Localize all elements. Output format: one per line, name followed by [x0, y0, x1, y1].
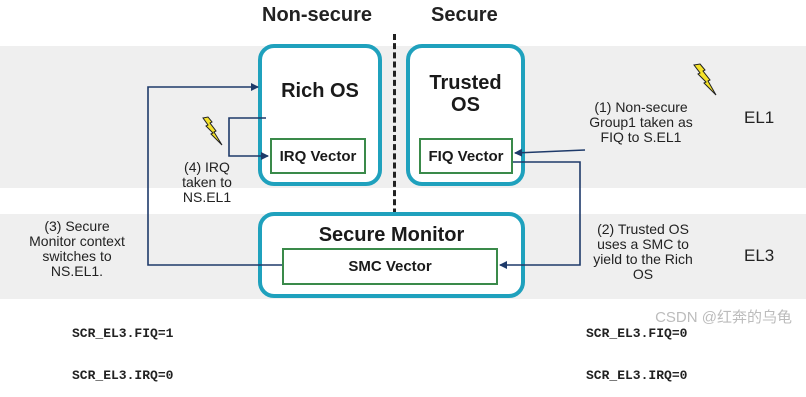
smc-vector: SMC Vector: [282, 248, 498, 285]
non-secure-header: Non-secure: [262, 4, 373, 26]
irq-vector: IRQ Vector: [270, 138, 366, 174]
secure-header: Secure: [431, 4, 498, 26]
lightning-icon-irq: [202, 116, 223, 146]
note-4-irq-taken: (4) IRQ taken to NS.EL1: [182, 159, 232, 205]
switch-arrow: [147, 83, 282, 266]
connector-lines: [147, 63, 717, 269]
note-3-context-switch: (3) Secure Monitor context switches to N…: [29, 218, 125, 279]
secure-monitor-title: Secure Monitor: [318, 224, 465, 246]
trusted-os-title-line2: OS: [451, 94, 480, 116]
el1-label: EL1: [744, 108, 775, 127]
el3-label: EL3: [744, 246, 775, 265]
fiq-vector: FIQ Vector: [419, 138, 513, 174]
irq-arrow: [228, 117, 269, 160]
note-1-fiq-taken: (1) Non-secure Group1 taken as FIQ to S.…: [589, 99, 693, 145]
smc-arrow: [499, 161, 581, 269]
trusted-os-title-line1: Trusted: [429, 72, 502, 94]
el1-band: [0, 46, 806, 188]
rich-os-title: Rich OS: [281, 80, 359, 102]
world-divider: [393, 34, 396, 242]
note-2-smc-yield: (2) Trusted OS uses a SMC to yield to th…: [593, 221, 693, 282]
fiq-arrow: [514, 148, 586, 157]
lightning-icon-fiq: [693, 63, 717, 96]
watermark: CSDN @红奔的乌龟: [655, 309, 792, 326]
